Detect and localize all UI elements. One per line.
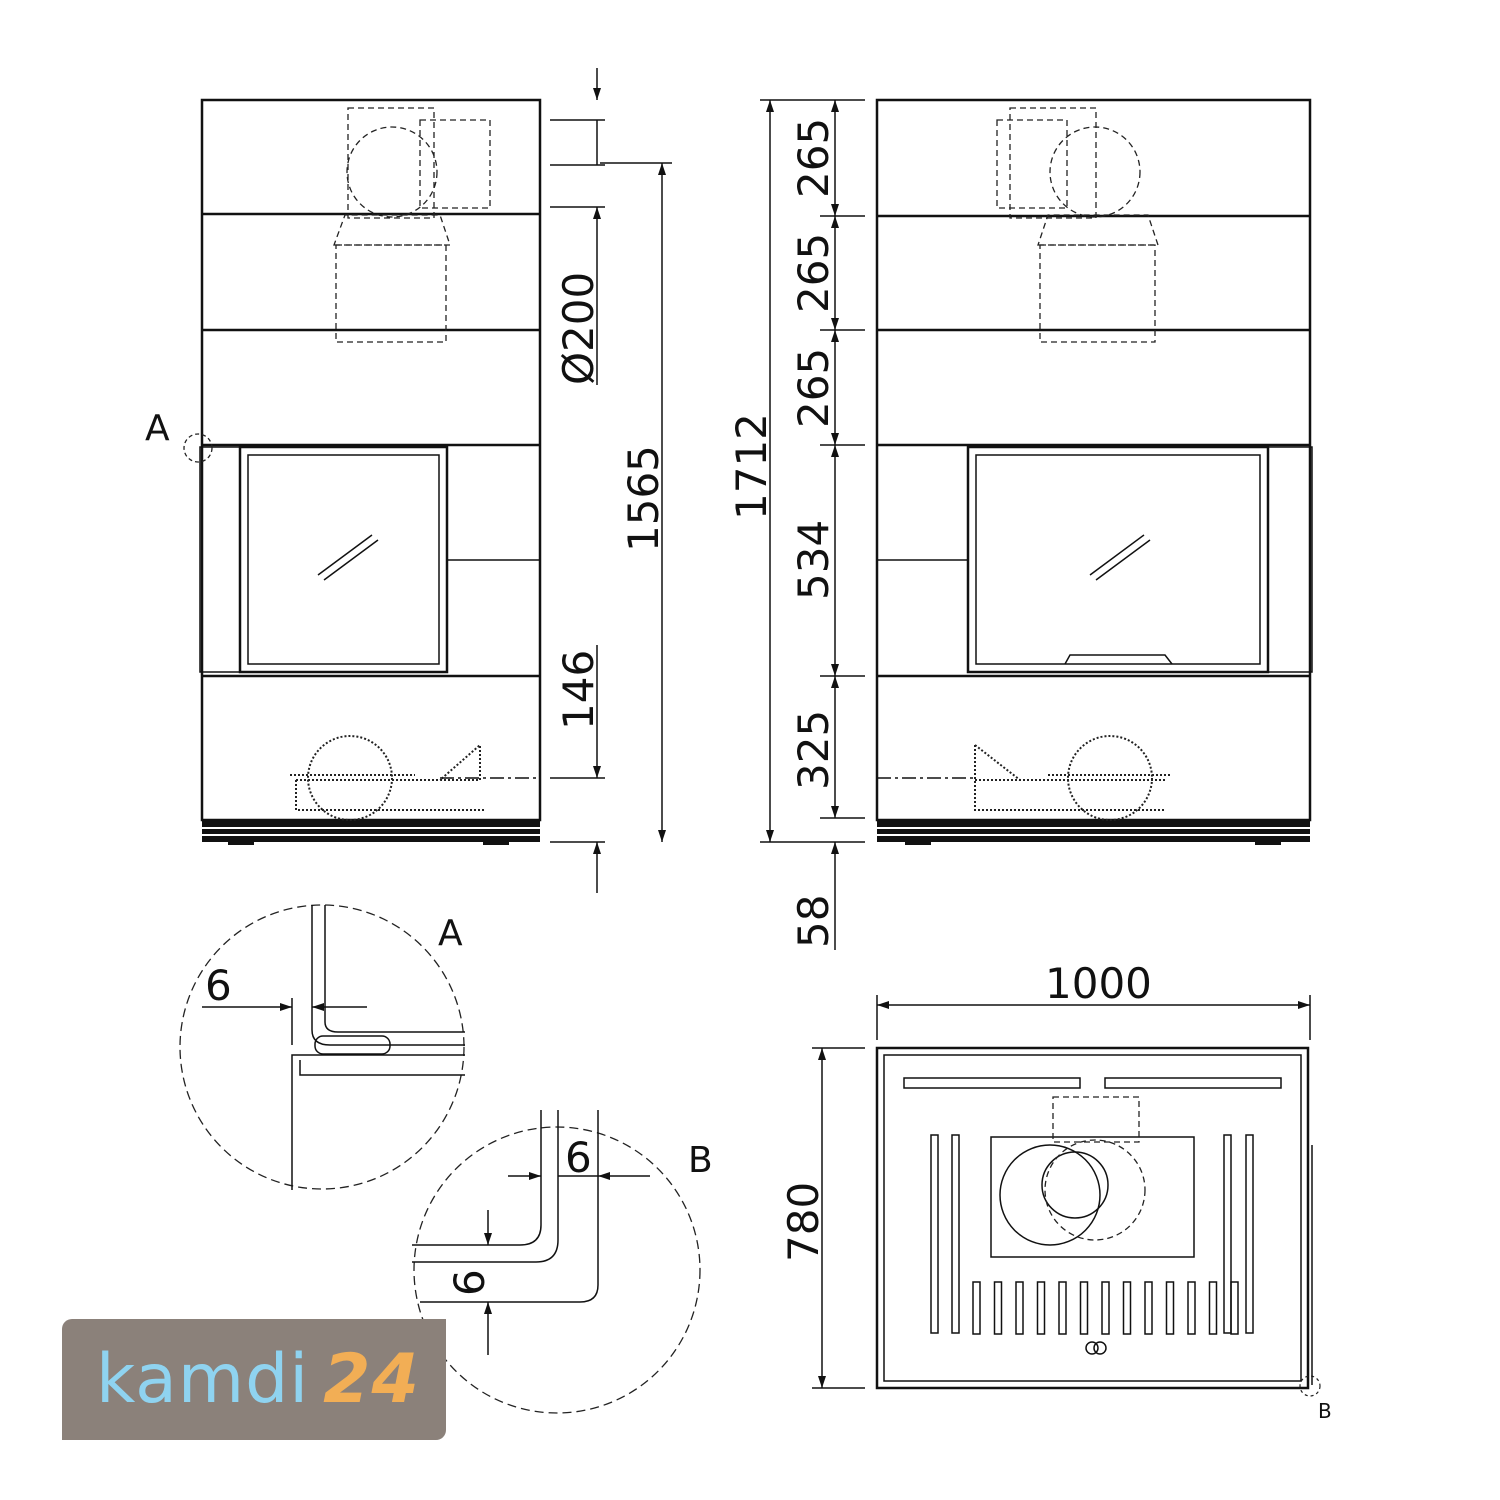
dim-780: 780 xyxy=(779,1182,828,1262)
detail-b-reference: B xyxy=(1318,1399,1332,1423)
detail-b: B 6 6 xyxy=(412,1110,713,1414)
vent-slot xyxy=(1165,1281,1175,1335)
dim-detail-b-6-h: 6 xyxy=(565,1133,592,1182)
door-glass xyxy=(247,454,440,665)
dim-265-top: 265 xyxy=(789,118,838,198)
vent-slot xyxy=(930,1134,939,1334)
vent-slot xyxy=(1058,1281,1067,1335)
vent-slot xyxy=(1144,1281,1153,1335)
dim-265-mid: 265 xyxy=(789,233,838,313)
dim-58: 58 xyxy=(789,895,838,948)
vent-slot xyxy=(1230,1281,1239,1335)
front-view-right xyxy=(875,98,1313,845)
vent-slot xyxy=(1208,1281,1218,1335)
vent-slot xyxy=(1036,1281,1046,1335)
vent-slot xyxy=(1101,1281,1110,1335)
right-dimensions: 1712 265 265 265 534 325 58 xyxy=(727,99,865,950)
vent-slot xyxy=(1015,1281,1024,1335)
vent-slot xyxy=(1223,1134,1232,1334)
dim-1565: 1565 xyxy=(619,445,668,552)
vent-slot xyxy=(972,1281,981,1335)
vent-slot xyxy=(1122,1281,1132,1335)
logo-text: kamdi xyxy=(96,1340,310,1419)
detail-a: A 6 xyxy=(179,904,465,1190)
dim-534: 534 xyxy=(789,520,838,600)
left-dimensions: Ø200 146 1565 xyxy=(550,68,672,893)
detail-a-reference: A xyxy=(145,408,170,449)
dim-1712: 1712 xyxy=(727,413,776,520)
top-view: 1000 780 B xyxy=(779,959,1332,1423)
detail-b-label: B xyxy=(688,1140,713,1181)
vent-slot xyxy=(1245,1134,1254,1334)
front-view-left: A xyxy=(145,98,542,845)
detail-a-label: A xyxy=(438,913,463,954)
dim-265-low: 265 xyxy=(789,348,838,428)
dim-1000: 1000 xyxy=(1045,959,1152,1008)
logo-number: 24 xyxy=(323,1340,420,1419)
dim-325: 325 xyxy=(789,710,838,790)
vent-slot xyxy=(993,1281,1003,1335)
dim-146: 146 xyxy=(554,650,603,730)
dim-flue-diameter: Ø200 xyxy=(554,272,603,385)
vent-slot xyxy=(1187,1281,1196,1335)
door-frame xyxy=(238,445,449,674)
vent-slot xyxy=(1079,1281,1089,1335)
door-frame xyxy=(966,445,1270,674)
dim-detail-a-6: 6 xyxy=(205,961,232,1010)
vent-slot xyxy=(951,1134,960,1334)
dim-detail-b-6-v: 6 xyxy=(445,1269,494,1296)
